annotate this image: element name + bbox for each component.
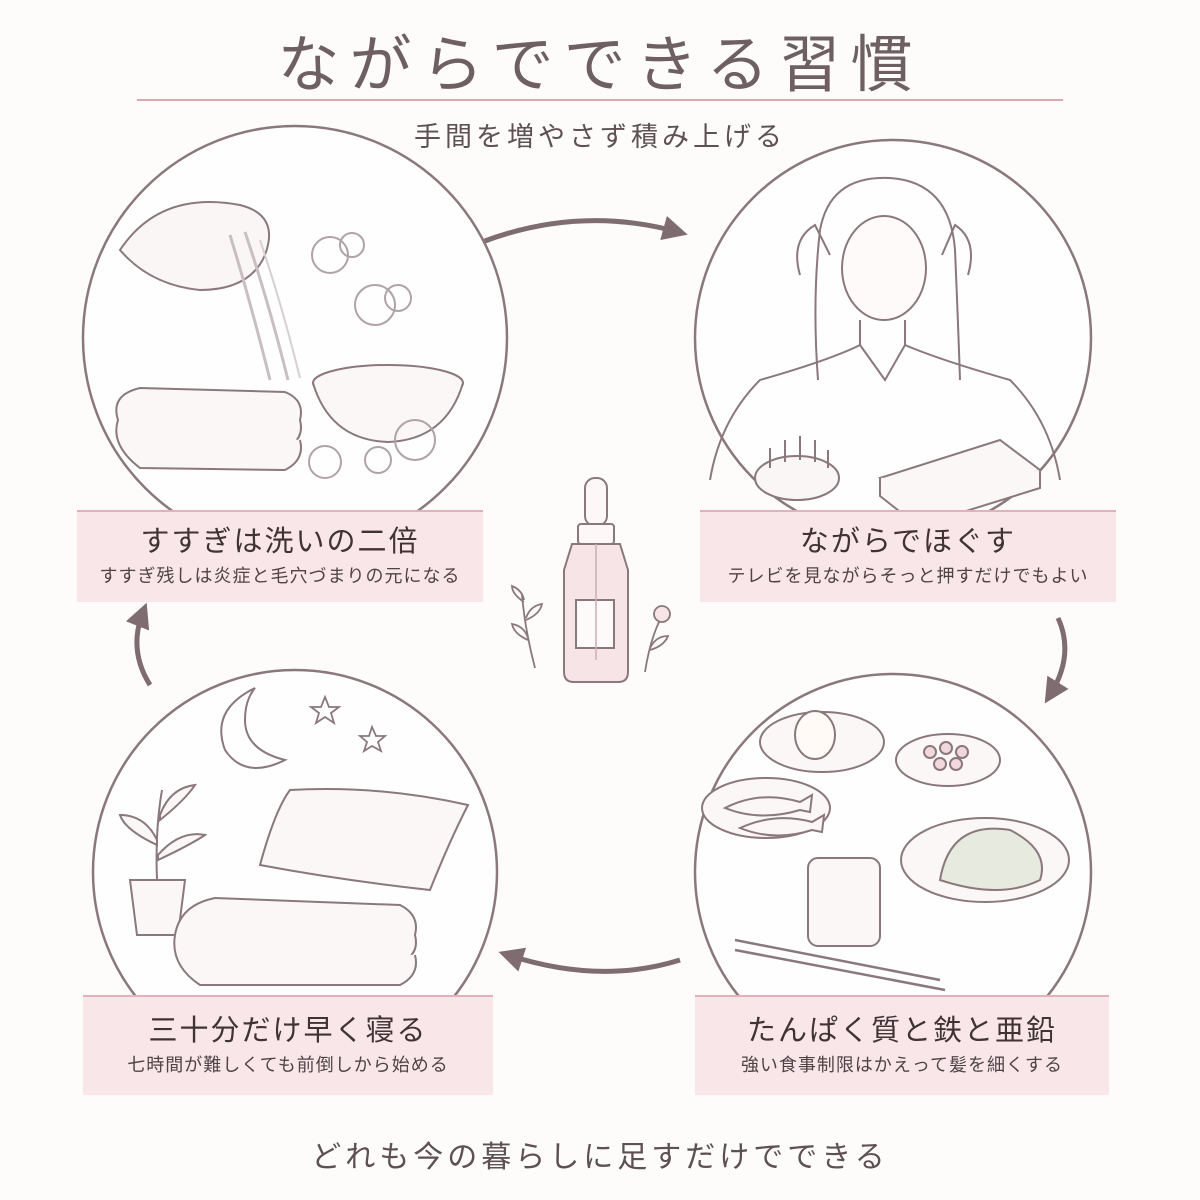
nutrition-illustration — [693, 672, 1093, 1072]
egg-icon — [794, 710, 836, 760]
futon-icon — [173, 896, 417, 986]
rinse-illustration — [81, 124, 509, 552]
card-title: 三十分だけ早く寝る — [148, 1013, 428, 1047]
sleep-illustration — [91, 668, 499, 1076]
cycle-arrow-right — [1044, 616, 1069, 704]
star-icon — [308, 694, 342, 726]
nuts-plate-icon — [895, 733, 1001, 787]
page-subtitle: 手間を増やさず積み上げる — [414, 122, 786, 153]
potted-plant-icon — [118, 783, 208, 936]
card-description: テレビを見ながらそっと押すだけでもよい — [727, 566, 1089, 587]
chopsticks-icon — [734, 938, 946, 992]
scalp-brush-icon — [754, 436, 840, 501]
lavender-sprig-icon — [510, 584, 544, 669]
card-rinse: すすぎは洗いの二倍 すすぎ残しは炎症と毛穴づまりの元になる — [77, 510, 483, 602]
flower-sprig-icon — [644, 605, 671, 673]
jar-icon — [807, 857, 881, 947]
title-divider — [137, 99, 1063, 101]
serum-bottle-icon — [563, 477, 629, 683]
footer-text: どれも今の暮らしに足すだけでできる — [311, 1140, 889, 1175]
card-title: ながらでほぐす — [799, 524, 1017, 558]
cycle-arrow-top — [481, 215, 688, 245]
card-massage: ながらでほぐす テレビを見ながらそっと押すだけでもよい — [700, 510, 1116, 602]
card-description: 七時間が難しくても前倒しから始める — [127, 1055, 449, 1076]
crescent-moon-icon — [220, 687, 288, 769]
star-icon — [357, 724, 388, 754]
wash-basin-icon — [312, 364, 464, 444]
folded-towel-icon — [115, 386, 302, 472]
page-title: ながらでできる習慣 — [277, 28, 923, 101]
leafy-greens-icon — [938, 827, 1043, 891]
massage-illustration — [693, 138, 1093, 538]
cycle-arrow-bottom — [498, 947, 681, 974]
bubbles-icon — [308, 232, 436, 479]
card-description: 強い食事制限はかえって髪を細くする — [740, 1055, 1064, 1076]
card-title: すすぎは洗いの二倍 — [140, 524, 420, 558]
water-pitcher-icon — [118, 201, 301, 381]
card-nutrition: たんぱく質と鉄と亜鉛 強い食事制限はかえって髪を細くする — [695, 995, 1109, 1095]
card-sleep: 三十分だけ早く寝る 七時間が難しくても前倒しから始める — [83, 995, 493, 1095]
card-description: すすぎ残しは炎症と毛穴づまりの元になる — [99, 566, 461, 587]
card-title: たんぱく質と鉄と亜鉛 — [746, 1013, 1057, 1047]
fish-icon — [722, 793, 814, 817]
pillow-icon — [258, 788, 470, 892]
cycle-arrow-left — [125, 602, 153, 687]
woman-figure-icon — [709, 176, 1061, 481]
